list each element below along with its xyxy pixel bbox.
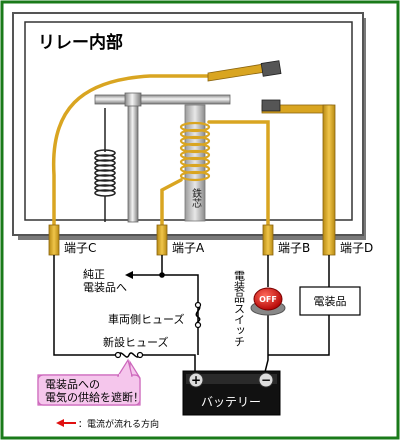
coil [179, 121, 211, 182]
contact-tip-c [260, 60, 282, 77]
callout: 電装品への 電気の供給を遮断！ [37, 358, 144, 406]
terminal-a-label: 端子A [172, 241, 205, 255]
battery-plus-terminal [188, 372, 204, 388]
terminal-d-post [322, 104, 336, 256]
legend: ：電流が流れる方向 [56, 418, 159, 430]
legend-arrow [56, 419, 64, 427]
genuine-label: 純正 電装品へ [83, 268, 127, 294]
terminal-b-post [262, 224, 274, 256]
iron-core [184, 104, 206, 222]
terminal-a-post [156, 224, 168, 256]
battery-label: バッテリー [201, 395, 261, 409]
return-spring [94, 108, 116, 222]
callout-line2: 電気の供給を遮断！ [45, 390, 144, 404]
vehicle-fuse [194, 301, 202, 329]
callout-line1: 電装品への [45, 378, 100, 391]
battery-minus-terminal [258, 372, 274, 388]
device-box [299, 286, 361, 316]
terminal-c-label: 端子C [64, 241, 96, 255]
terminal-d-label: 端子D [340, 241, 373, 255]
relay-title: リレー内部 [38, 32, 123, 53]
switch-label: 電装品スイッチ [233, 270, 246, 347]
terminal-c-post [48, 224, 60, 256]
new-fuse [114, 351, 144, 359]
callout-text: 電装品への 電気の供給を遮断！ [45, 378, 144, 404]
genuine-label-line1: 純正 [83, 268, 105, 281]
switch-button: OFF [250, 287, 286, 316]
switch-state-label: OFF [259, 295, 277, 304]
genuine-arrowhead [125, 271, 133, 279]
battery: + − バッテリー [182, 370, 281, 416]
legend-text: ：電流が流れる方向 [78, 418, 159, 430]
relay-wires [51, 74, 270, 227]
new-fuse-label: 新設ヒューズ [103, 335, 168, 349]
device-label: 電装品 [314, 295, 347, 308]
terminal-b-label: 端子B [278, 241, 310, 255]
contact-tip-d [261, 99, 281, 112]
battery-plus-sign: + [191, 373, 201, 387]
core-label: 鉄芯 [190, 187, 202, 208]
armature [94, 92, 231, 223]
genuine-label-line2: 電装品へ [83, 281, 127, 294]
battery-minus-sign: − [261, 373, 271, 387]
vehicle-fuse-label: 車両側ヒューズ [108, 312, 184, 326]
